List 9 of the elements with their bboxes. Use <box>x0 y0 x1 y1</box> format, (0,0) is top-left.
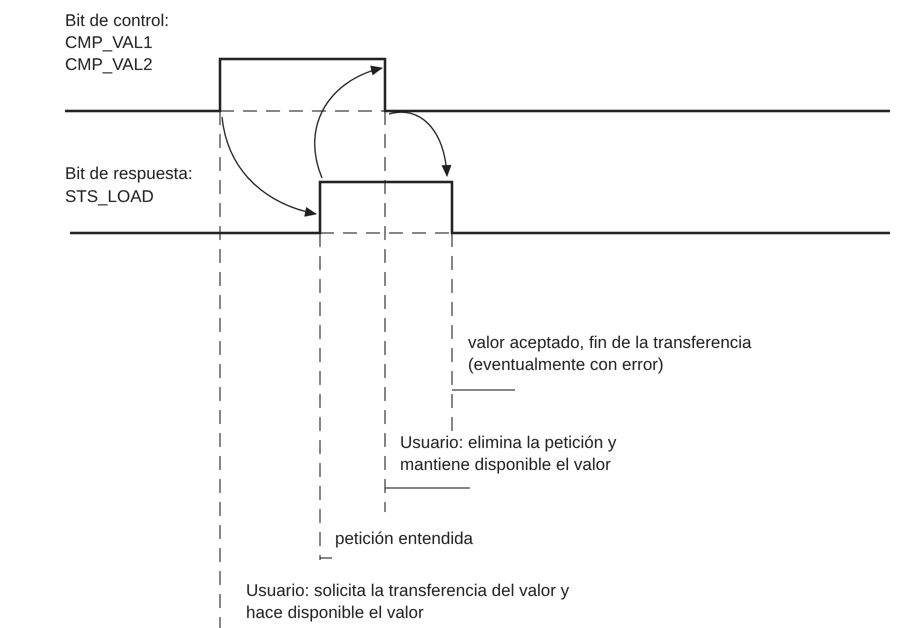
signal-label: STS_LOAD <box>65 186 154 208</box>
annotation-text: valor aceptado, fin de la transferencia (eventualmente con error) <box>468 332 753 376</box>
annotation-text: Usuario: solicita la transferencia del valor y hace disponible el valor <box>246 580 570 624</box>
signal-label: Bit de respuesta: <box>65 163 193 185</box>
signal-label: Bit de control: <box>65 10 169 32</box>
annotation-text: Usuario: elimina la petición y mantiene disponible el valor <box>400 432 618 476</box>
signal-label: CMP_VAL1 <box>65 32 153 54</box>
annotation-text: petición entendida <box>335 528 474 550</box>
signal-label: CMP_VAL2 <box>65 54 153 76</box>
